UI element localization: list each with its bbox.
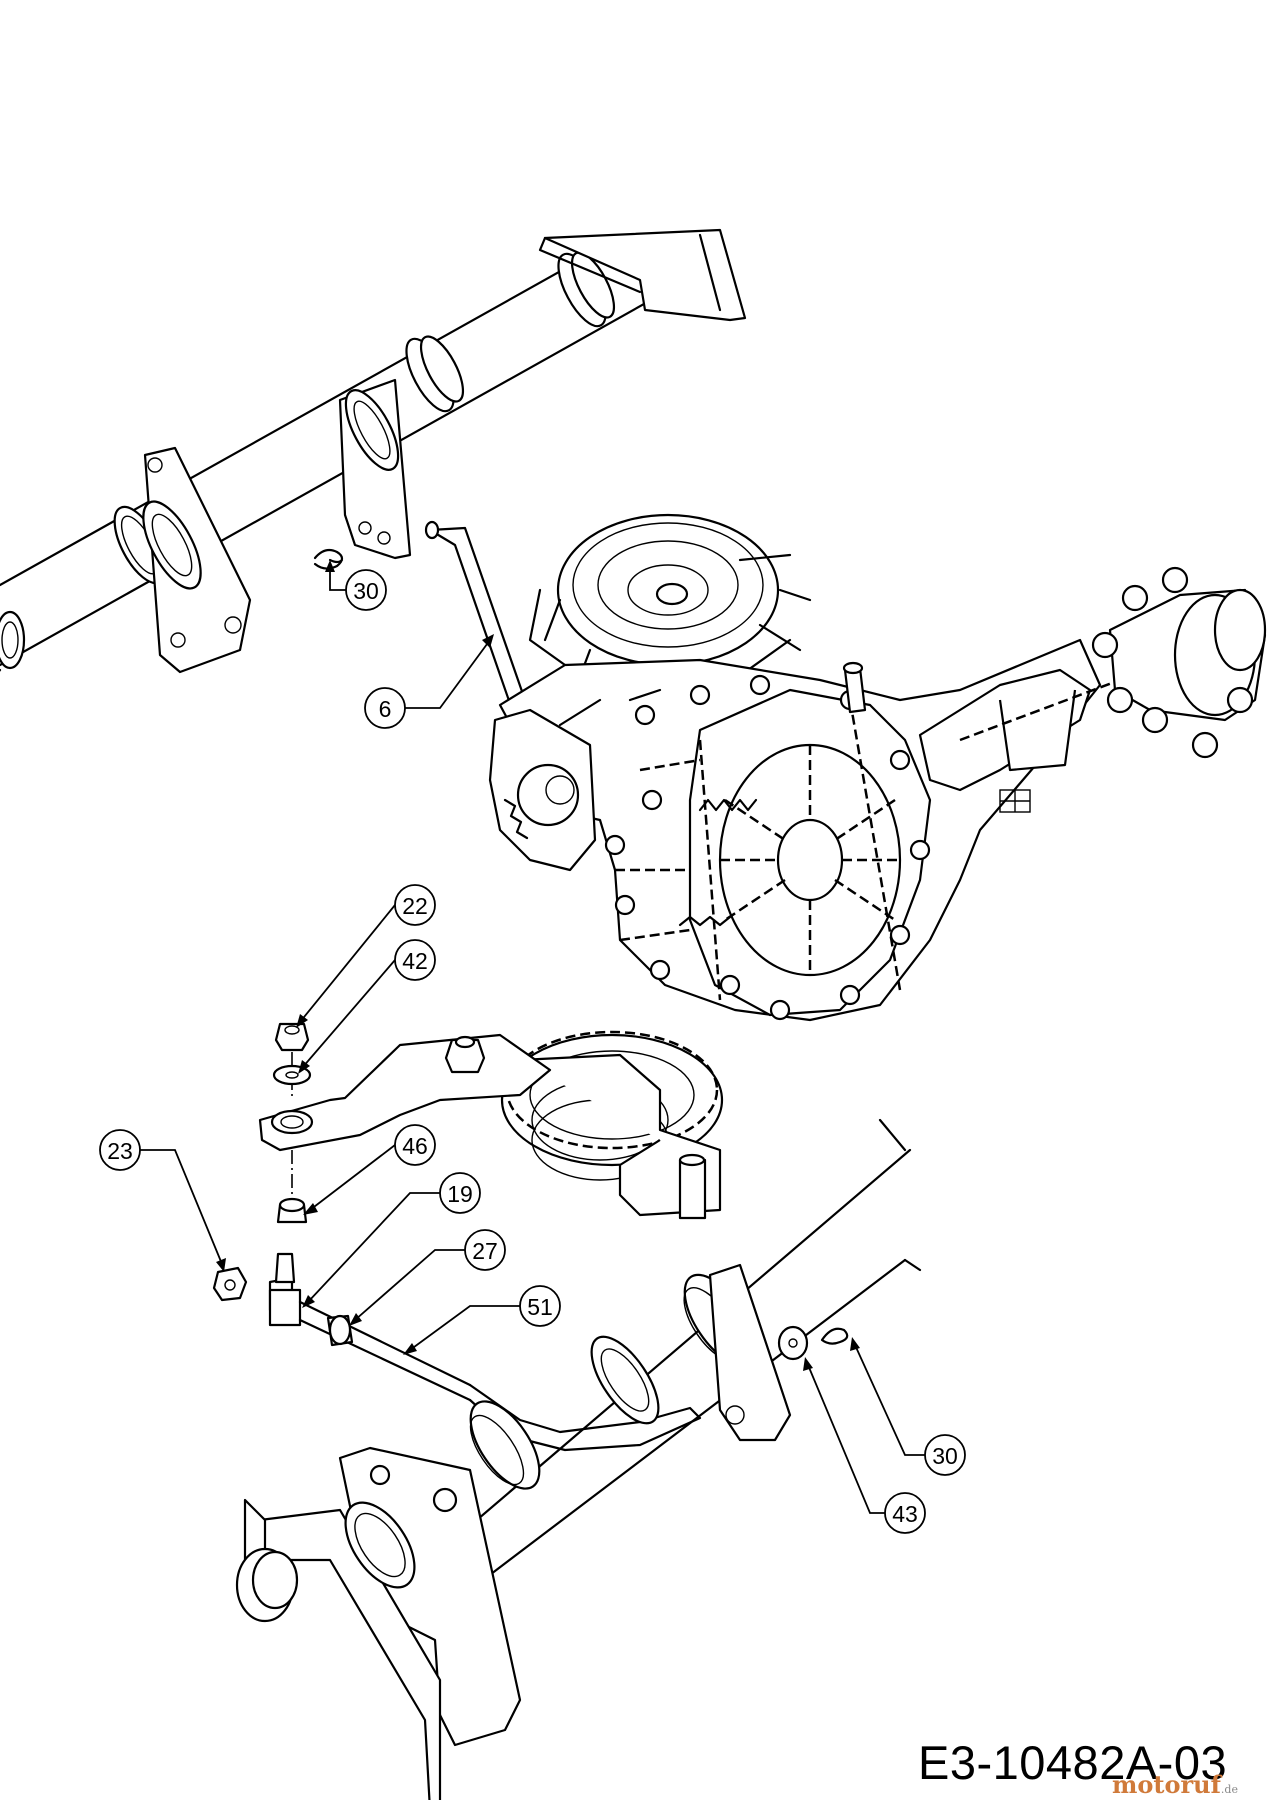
hardware-stack	[272, 1022, 312, 1224]
watermark-name: motoruf	[1112, 1770, 1221, 1799]
callout-label: 22	[402, 893, 428, 919]
callout-43: 43	[803, 1357, 926, 1534]
callout-22: 22	[296, 884, 436, 1028]
callout-19: 19	[302, 1172, 481, 1308]
callout-label: 23	[107, 1138, 133, 1164]
callout-label: 43	[892, 1501, 918, 1527]
callout-label: 19	[447, 1181, 473, 1207]
watermark-tld: .de	[1220, 1783, 1238, 1796]
callout-27: 27	[349, 1229, 506, 1326]
callout-label: 30	[353, 578, 379, 604]
idler-arm-assembly	[258, 1030, 724, 1220]
upper-shaft	[0, 228, 747, 674]
callout-23: 23	[99, 1129, 226, 1272]
callout-6: 6	[364, 634, 494, 729]
hair-pin-clip-upper	[313, 548, 344, 570]
callout-label: 51	[527, 1294, 553, 1320]
callout-42: 42	[298, 939, 436, 1074]
callout-label: 42	[402, 948, 428, 974]
callout-label: 6	[379, 696, 392, 722]
callout-label: 30	[932, 1443, 958, 1469]
callout-46: 46	[303, 1124, 436, 1215]
callout-label: 27	[472, 1238, 498, 1264]
callout-30-lower: 30	[850, 1337, 966, 1476]
drawing-number: E3-10482A-03	[918, 1736, 1228, 1789]
lower-linkage	[212, 1118, 922, 1800]
callout-label: 46	[402, 1133, 428, 1159]
callout-51: 51	[403, 1285, 561, 1355]
transaxle-assembly	[488, 513, 1267, 1022]
callout-30-upper: 30	[325, 560, 387, 611]
watermark-logo: motoruf.de	[1112, 1770, 1238, 1799]
